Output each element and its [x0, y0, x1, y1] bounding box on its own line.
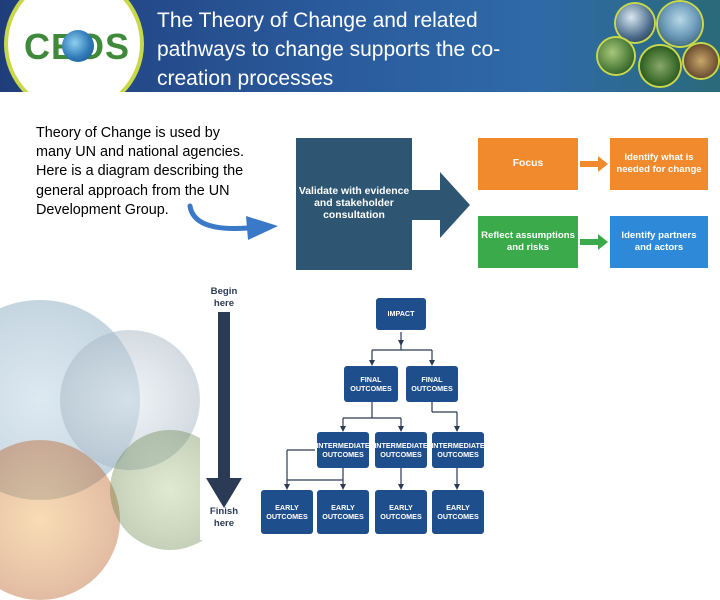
early-outcomes-box: EARLY OUTCOMES: [375, 490, 427, 534]
background-glacier-circle: [60, 330, 200, 470]
forest-image-icon: [640, 46, 680, 86]
early-outcomes-box: EARLY OUTCOMES: [317, 490, 369, 534]
reflect-block: Reflect assumptions and risks: [478, 216, 578, 268]
intro-text: Theory of Change is used by many UN and …: [36, 125, 244, 218]
impact-box: IMPACT: [376, 298, 426, 330]
curved-arrow-icon: [187, 203, 278, 240]
final-outcomes-box: FINAL OUTCOMES: [406, 366, 458, 402]
begin-here-label: Begin here: [210, 286, 238, 309]
arrow-right-icon: [580, 156, 608, 172]
early-outcomes-box: EARLY OUTCOMES: [261, 490, 313, 534]
header-band: CEOS The Theory of Change and related pa…: [0, 0, 720, 92]
finish-here-label: Finish here: [209, 506, 239, 529]
field-image-icon: [598, 38, 634, 74]
theory-of-change-process-diagram: Validate with evidence and stakeholder c…: [290, 132, 715, 274]
final-outcomes-box: FINAL OUTCOMES: [344, 366, 398, 402]
identify-partners-block: Identify partners and actors: [610, 216, 708, 268]
land-image-icon: [684, 44, 718, 78]
intermediate-outcomes-box: INTERMEDIATE OUTCOMES: [374, 432, 428, 468]
arrow-right-icon: [580, 234, 608, 250]
validate-block: Validate with evidence and stakeholder c…: [296, 138, 412, 270]
intermediate-outcomes-box: INTERMEDIATE OUTCOMES: [431, 432, 485, 468]
slide-title: The Theory of Change and related pathway…: [157, 9, 501, 90]
big-right-arrow-icon: [412, 172, 470, 238]
identify-need-block: Identify what is needed for change: [610, 138, 708, 190]
focus-block: Focus: [478, 138, 578, 190]
early-outcomes-box: EARLY OUTCOMES: [432, 490, 484, 534]
globe-icon: [62, 30, 94, 62]
hierarchy-connectors: [284, 332, 460, 490]
outcomes-hierarchy-diagram: Begin here Finish here: [200, 282, 488, 540]
intermediate-outcomes-box: INTERMEDIATE OUTCOMES: [316, 432, 370, 468]
earth-image-icon: [616, 4, 654, 42]
down-arrow-icon: [206, 312, 242, 508]
city-image-icon: [658, 2, 702, 46]
